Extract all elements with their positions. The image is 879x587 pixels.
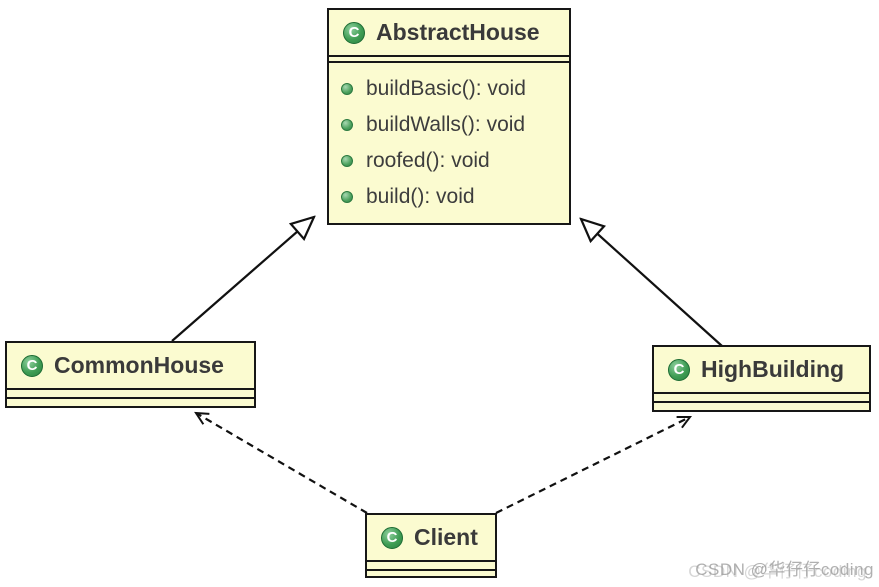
method-row: build(): void <box>341 179 557 215</box>
class-name: Client <box>414 524 478 550</box>
methods-compartment <box>367 571 495 587</box>
class-title-commonhouse: C CommonHouse <box>7 343 254 390</box>
watermark: CSDN @华仔仔coding <box>695 560 874 579</box>
class-box-abstracthouse: C AbstractHouse buildBasic(): void build… <box>327 8 571 225</box>
methods-compartment: buildBasic(): void buildWalls(): void ro… <box>329 63 569 223</box>
method-label: build(): void <box>366 185 475 208</box>
class-name: AbstractHouse <box>376 19 540 45</box>
method-label: buildBasic(): void <box>366 77 526 100</box>
attributes-compartment <box>7 390 254 399</box>
class-name: CommonHouse <box>54 352 224 378</box>
method-row: roofed(): void <box>341 143 557 179</box>
class-icon: C <box>343 21 365 44</box>
methods-compartment <box>7 399 254 415</box>
method-row: buildBasic(): void <box>341 71 557 107</box>
attributes-compartment <box>329 57 569 63</box>
generalization-edge-commonhouse-abstracthouse <box>171 217 314 342</box>
class-box-commonhouse: C CommonHouse <box>5 341 256 408</box>
class-box-highbuilding: C HighBuilding <box>652 345 871 412</box>
class-box-client: C Client <box>365 513 497 578</box>
method-label: buildWalls(): void <box>366 113 526 136</box>
class-icon: C <box>668 358 690 381</box>
class-icon: C <box>21 354 43 377</box>
dependency-edge-client-highbuilding <box>495 415 693 514</box>
class-title-client: C Client <box>367 515 495 562</box>
method-visibility-icon <box>341 155 353 167</box>
class-title-abstracthouse: C AbstractHouse <box>329 10 569 57</box>
method-visibility-icon <box>341 191 353 203</box>
method-row: buildWalls(): void <box>341 107 557 143</box>
attributes-compartment <box>367 562 495 571</box>
generalization-edge-highbuilding-abstracthouse <box>581 219 723 347</box>
class-icon: C <box>381 526 403 549</box>
method-visibility-icon <box>341 119 353 131</box>
class-title-highbuilding: C HighBuilding <box>654 347 869 394</box>
method-visibility-icon <box>341 83 353 95</box>
dependency-edge-client-commonhouse <box>194 411 368 514</box>
attributes-compartment <box>654 394 869 403</box>
methods-compartment <box>654 403 869 419</box>
method-label: roofed(): void <box>366 149 490 172</box>
class-name: HighBuilding <box>701 356 845 382</box>
